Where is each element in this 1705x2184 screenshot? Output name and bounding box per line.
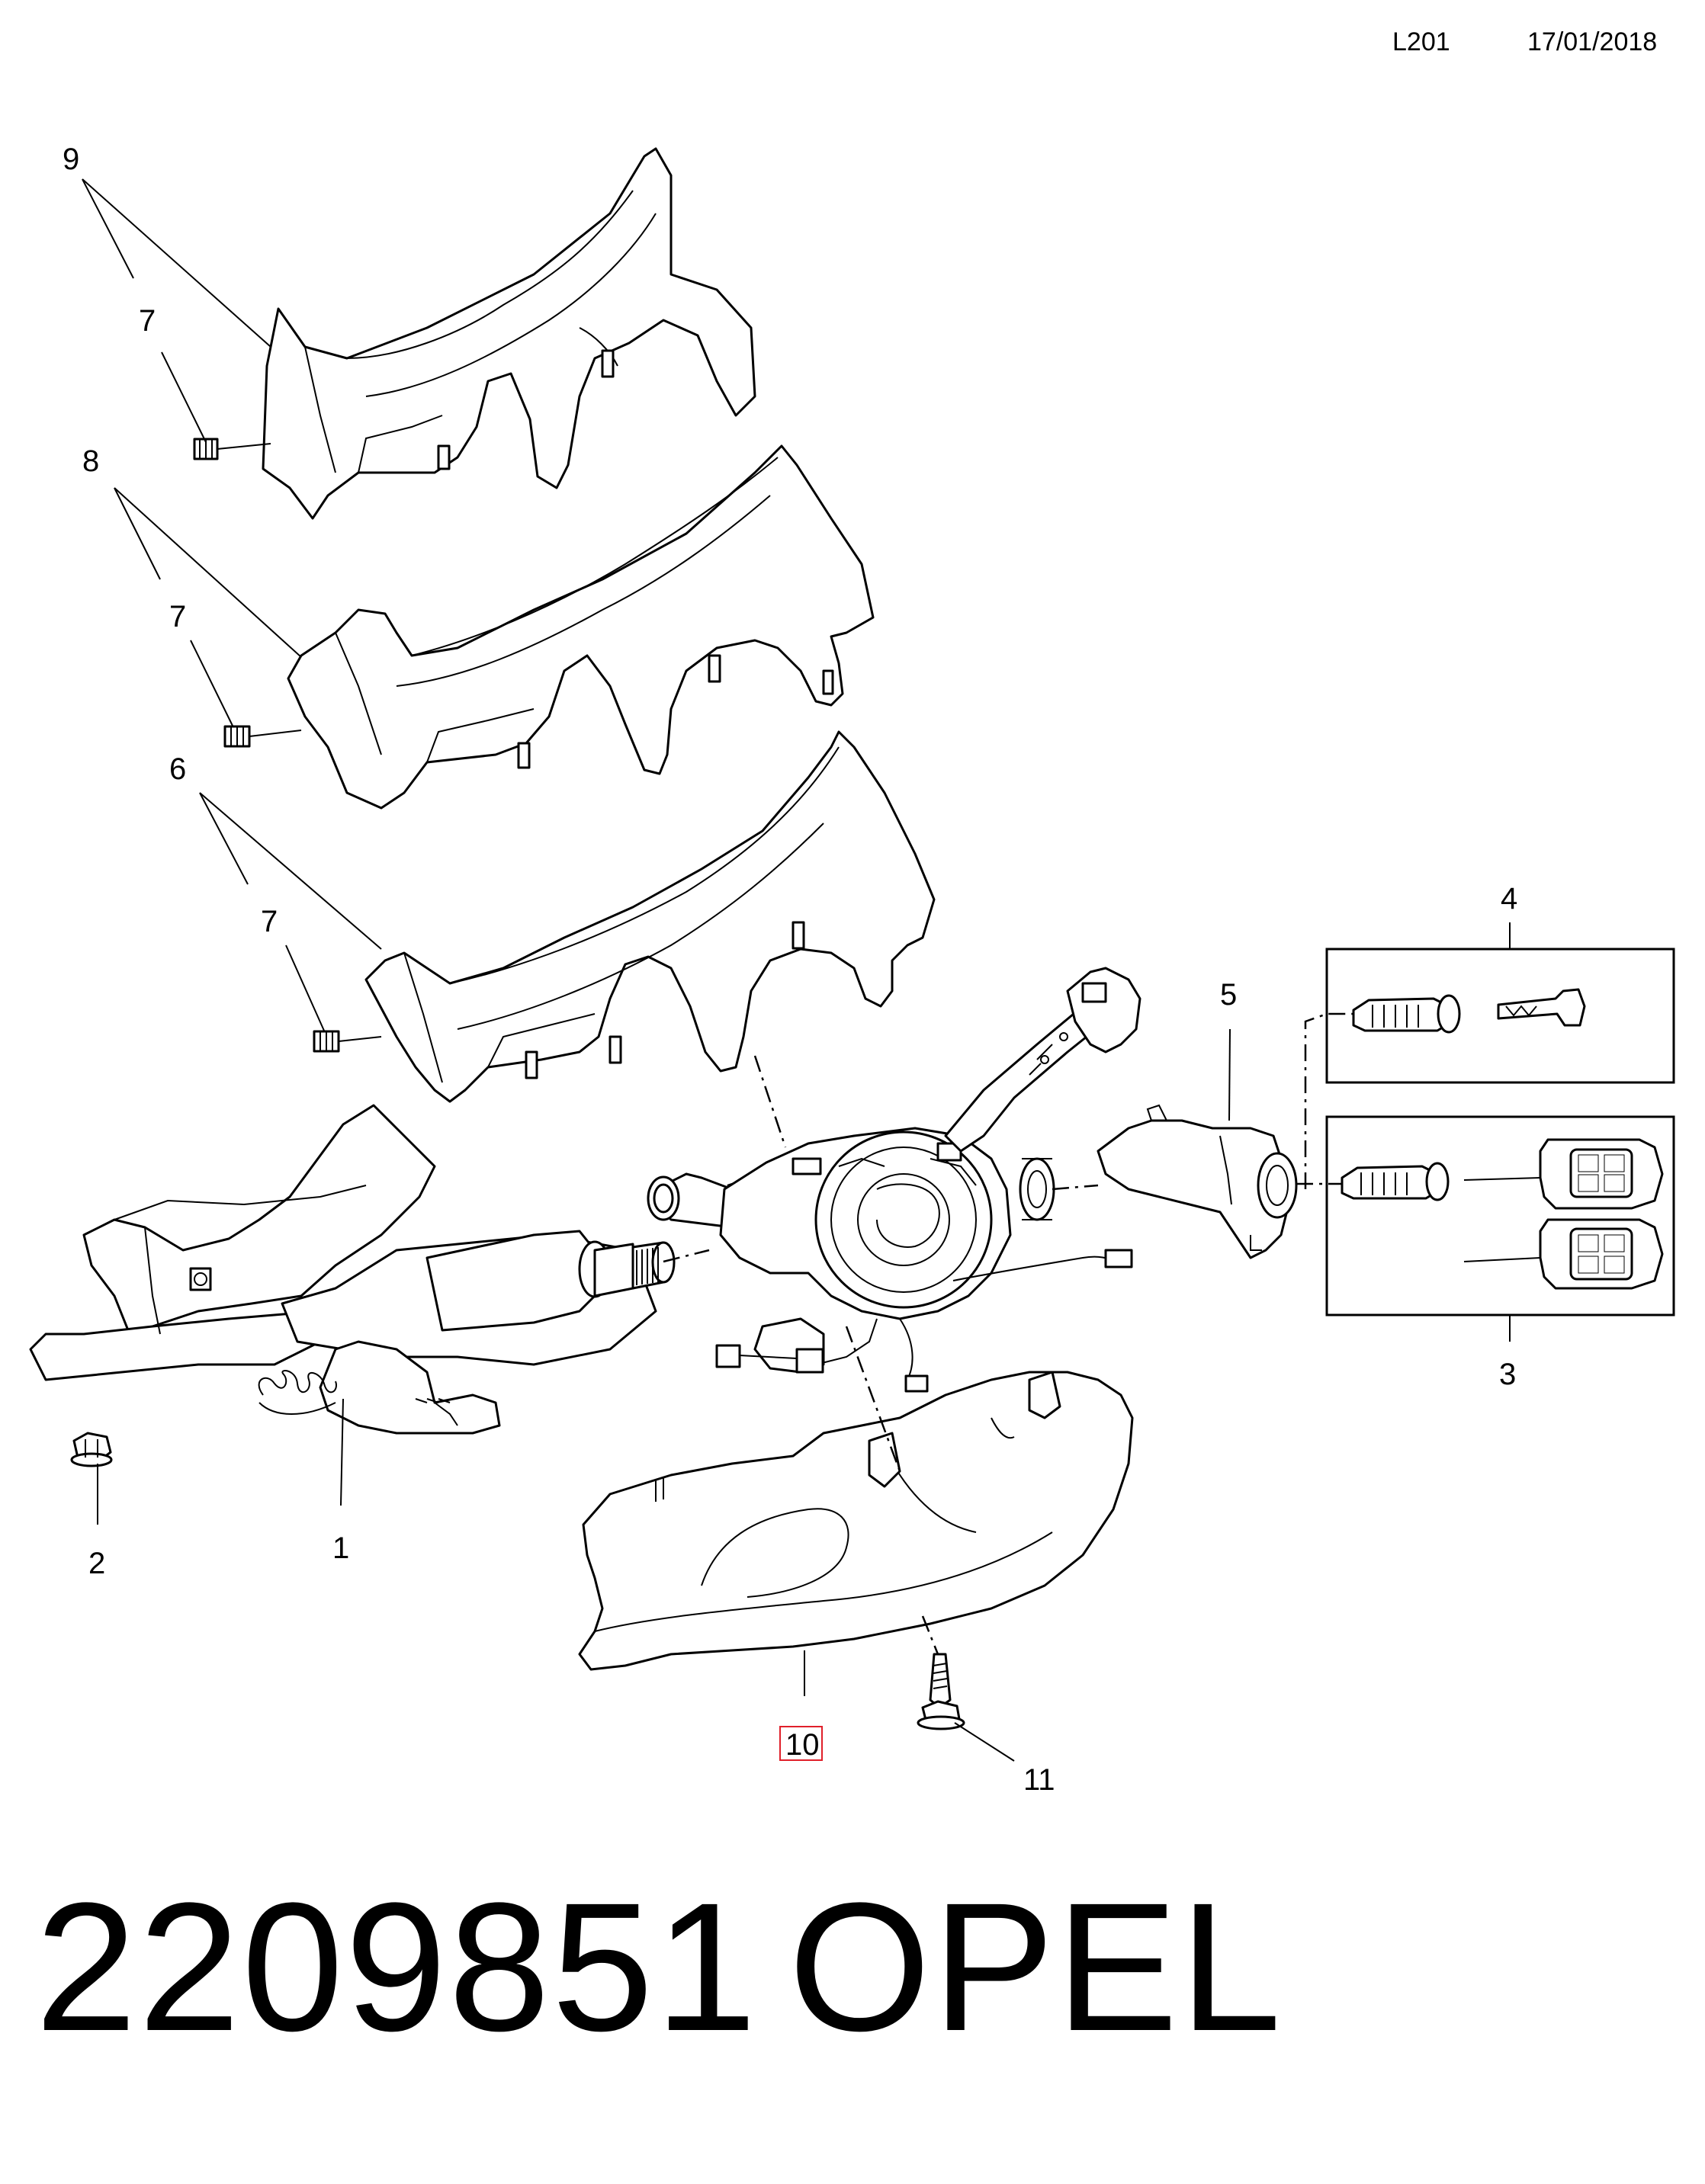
callout-7-top: 7 [139,304,156,338]
callout-3: 3 [1499,1358,1516,1391]
multifunction-switch-assembly [647,967,1141,1393]
callout-labels: 9 7 8 7 6 7 4 5 3 1 2 10 11 [63,143,1517,1797]
part-number: 2209851 [35,1865,759,2069]
callout-7-middle: 7 [169,600,186,633]
callout-9: 9 [63,143,79,176]
callout-6: 6 [169,752,186,786]
callout-2: 2 [88,1547,105,1580]
clip-connector-part-7-middle [223,725,302,748]
exploded-parts-diagram: 9 7 8 7 6 7 4 5 3 1 2 10 11 [29,143,1675,1797]
bolt-part-11 [917,1653,965,1730]
callout-8: 8 [82,444,99,478]
upper-trim-cover-part-9 [262,147,756,520]
callout-4: 4 [1501,882,1517,916]
lower-column-cover-part-10 [578,1371,1134,1671]
leader-lines [82,178,1511,1762]
assembly-center-lines [663,1012,1353,1655]
lock-set-box-part-4 [1325,948,1675,1084]
callout-10: 10 [785,1728,820,1762]
flanged-nut-part-2 [70,1432,113,1467]
callout-1: 1 [332,1531,349,1565]
callout-5: 5 [1220,978,1237,1012]
lock-housing-cover-part-5 [1097,1104,1298,1259]
lock-set-box-part-3 [1325,1115,1675,1316]
clip-connector-part-7-top [193,438,271,460]
clip-connector-part-7-lower [313,1030,382,1053]
highlight-box-10 [779,1726,823,1761]
diagram-date: 17/01/2018 [1527,27,1658,56]
callout-7-lower: 7 [261,905,278,938]
middle-trim-cover-part-8 [287,444,875,810]
brand-name: OPEL [788,1865,1283,2069]
lower-shroud-cover-part-6 [364,730,936,1103]
diagram-code: L201 [1392,27,1450,56]
steering-column-part-1 [29,1104,676,1435]
callout-11: 11 [1023,1763,1055,1797]
